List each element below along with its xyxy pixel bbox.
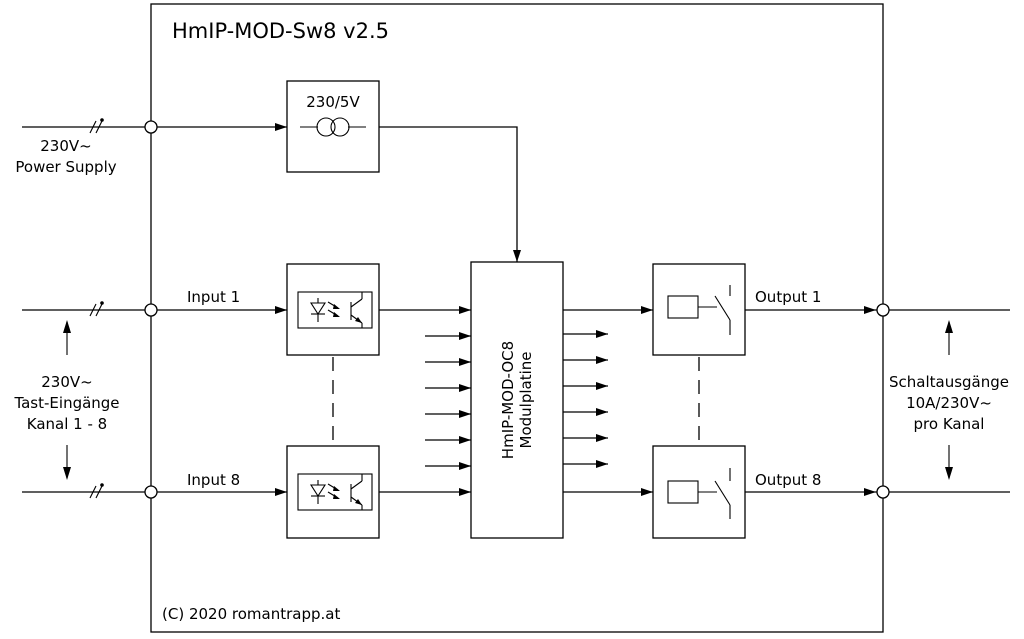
optocoupler-1 <box>286 263 380 356</box>
output-1-label: Output 1 <box>755 288 821 306</box>
output-side-line1: Schaltausgänge <box>889 373 1009 391</box>
optocoupler-8 <box>286 445 380 539</box>
input-side-arrows <box>63 320 71 480</box>
power-supply-line <box>22 118 287 134</box>
relay-8 <box>652 445 746 539</box>
input-side-line3: Kanal 1 - 8 <box>27 415 107 433</box>
module-output-arrows <box>563 330 608 468</box>
input-1-label: Input 1 <box>187 288 240 306</box>
input-8-label: Input 8 <box>187 471 240 489</box>
power-terminal <box>144 120 158 134</box>
input-8-terminal <box>144 485 158 499</box>
output-8-label: Output 8 <box>755 471 821 489</box>
input-side-line1: 230V~ <box>41 373 92 391</box>
psu-block: 230/5V <box>286 80 380 173</box>
input-side-line2: Tast-Eingänge <box>13 394 119 412</box>
psu-label: 230/5V <box>306 93 360 111</box>
output-8-terminal <box>876 485 890 499</box>
module-label-line2: Modulplatine <box>517 352 535 449</box>
output-1-terminal <box>876 303 890 317</box>
input-1-terminal <box>144 303 158 317</box>
transformer-icon <box>316 117 336 137</box>
module-label-line1: HmIP-MOD-OC8 <box>499 341 517 459</box>
relay-1 <box>652 263 746 356</box>
module-board <box>470 261 564 539</box>
power-label-line2: Power Supply <box>15 158 116 176</box>
diagram-title: HmIP-MOD-Sw8 v2.5 <box>172 19 389 43</box>
output-side-arrows <box>945 320 953 480</box>
module-input-arrows <box>425 332 471 470</box>
output-side-line2: 10A/230V~ <box>906 394 992 412</box>
copyright-text: (C) 2020 romantrapp.at <box>162 605 340 623</box>
output-side-line3: pro Kanal <box>914 415 985 433</box>
power-label-line1: 230V~ <box>40 137 91 155</box>
enclosure-frame <box>150 3 884 633</box>
